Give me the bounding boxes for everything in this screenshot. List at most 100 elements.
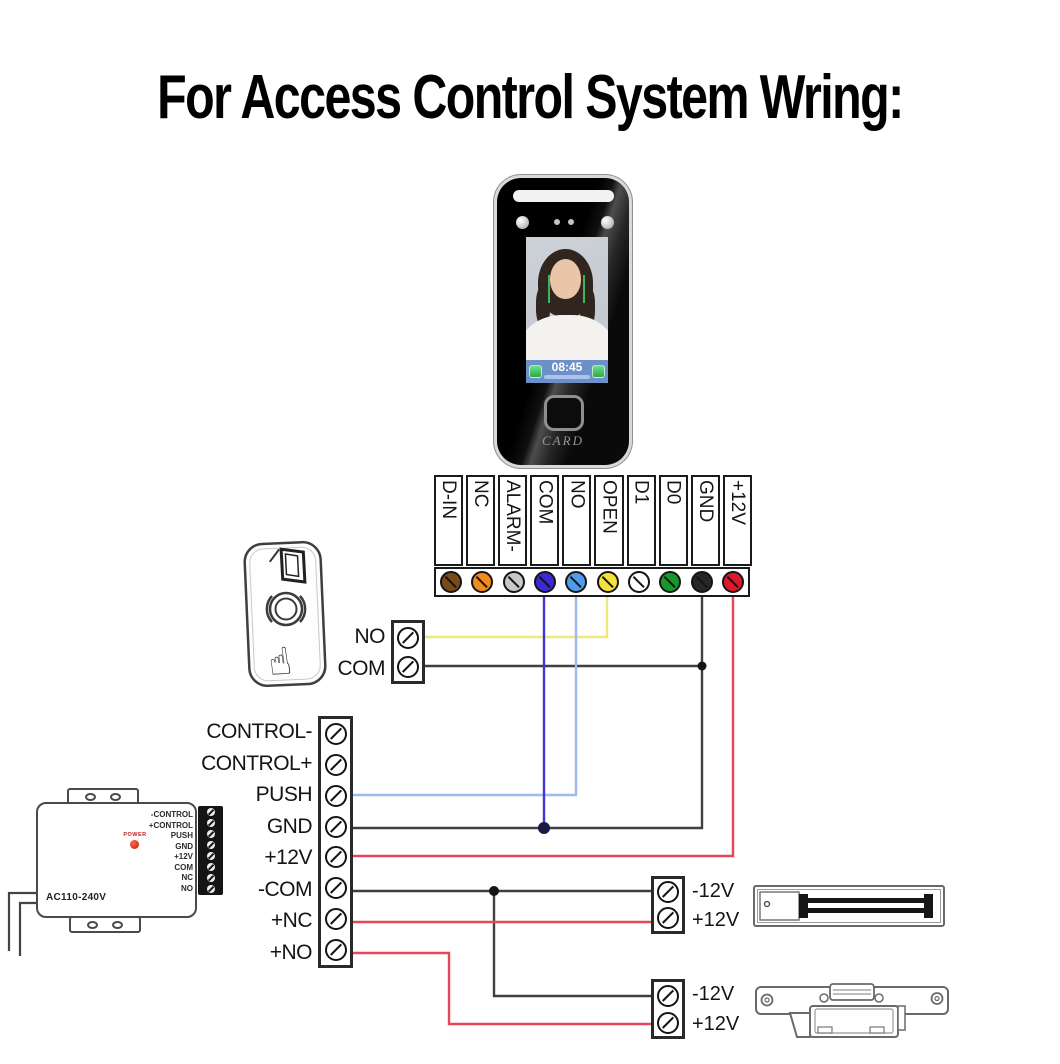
psu-screw [205,873,216,884]
junction-dot-gnd-com [697,661,707,671]
screw-d0 [659,571,682,593]
screw-gnd [690,571,713,593]
page-title-wrap: For Access Control System Wring: [0,62,1060,133]
exit-button-drawing: ☝ [243,540,327,688]
psu-label-push: PUSH [170,831,193,841]
strike-screw-minus [657,984,679,1007]
screw-open [596,571,619,593]
push-label: PUSH [255,783,313,807]
psu-label-gnd: GND [175,841,193,851]
psu-label-control-plus: +CONTROL [148,820,193,830]
face-detect-mark-right [583,275,585,303]
fingerprint-sensor [544,395,584,431]
control-terminal-labels: CONTROL- CONTROL+ PUSH GND +12V -COM +NC… [150,716,312,968]
terminal-label: COM [534,480,556,525]
psu-screw [205,806,216,817]
psu-label-nc: NC [181,873,193,883]
button-ring-icon [265,591,307,627]
control-plus-label: CONTROL+ [201,751,312,775]
wire-psu-ac-2 [18,901,37,956]
terminal-cell: ALARM- [498,475,528,566]
gnd-label: GND [266,814,313,838]
psu-label-control-minus: -CONTROL [150,810,193,820]
screw-com [533,571,556,593]
wire-open-to-exit-no [425,597,609,639]
terminal-cell: NO [562,475,592,566]
wire-no-to-push-lightblue [353,597,578,797]
control-screw [324,754,347,777]
maglock-screw-plus [657,907,679,929]
terminal-cell: GND [690,475,720,566]
exit-com-label: COM [337,656,386,680]
control-screw [324,877,347,900]
terminal-cell: D1 [626,475,656,566]
terminal-label: D0 [662,480,684,505]
terminal-label: NO [566,480,588,509]
psu-terminal-strip [198,806,223,895]
control-screw [324,938,347,961]
minus-com-label: -COM [258,877,313,901]
wire-branch-to-strike [492,891,651,998]
maglock-minus12v-label: -12V [692,879,735,902]
strike-terminal-labels: -12V +12V [692,979,747,1039]
exit-no-label: NO [354,624,386,648]
psu-screw [205,817,216,828]
exit-terminal-block [391,620,425,684]
psu-body: POWER AC110-240V -CONTROL +CONTROL PUSH … [36,802,197,918]
exit-terminal-labels: NO COM [330,620,386,684]
camera-lens-icon [554,219,560,225]
maglock-terminal-labels: -12V +12V [692,876,747,934]
magnetic-lock-drawing [753,885,945,927]
maglock-plus12v-label: +12V [692,908,740,931]
psu-label-12v: +12V [174,852,193,862]
psu-label-no: NO [181,883,193,893]
terminal-cell: NC [466,475,496,566]
junction-dot-blue-gnd [538,822,550,834]
card-label: CARD [542,433,584,448]
terminal-cell: OPEN [594,475,624,566]
terminal-label: GND [694,480,716,523]
page-title: For Access Control System Wring: [157,63,904,132]
psu-screw [205,839,216,850]
psu-screw [205,862,216,873]
screen-app-icon-left [529,365,542,378]
screw-alarm [502,571,525,593]
face-detect-mark-left [548,275,550,303]
plus12v-label: +12V [264,846,312,870]
screw-d-in [440,571,462,593]
terminal-screw-strip [434,567,750,597]
wire-psu-ac-1 [7,891,37,951]
screw-nc [471,571,494,593]
door-icon [268,547,307,584]
ir-led-right-icon [601,216,614,229]
psu-power-led [130,840,139,849]
control-screw [324,815,347,838]
terminal-cell: COM [530,475,560,566]
person-face [550,259,581,299]
maglock-terminal-block [651,876,685,934]
control-screw [324,784,347,807]
strike-screw-plus [657,1011,679,1034]
plus-nc-label: +NC [270,909,313,933]
psu-screw [205,828,216,839]
psu-terminal-labels: -CONTROL +CONTROL PUSH GND +12V COM NC N… [93,810,193,894]
terminal-label: ALARM- [502,480,524,552]
terminal-label: NC [470,480,492,508]
ir-led-left-icon [516,216,529,229]
maglock-screw-minus [657,881,679,903]
electric-strike-drawing [755,983,949,1038]
psu-voltage-label: AC110-240V [46,892,107,903]
screw-d1 [627,571,650,593]
speaker-slot [513,190,614,202]
screen-time: 08:45 [551,360,583,374]
terminal-label: OPEN [598,480,620,534]
psu-screw [205,884,216,895]
terminal-cell: D0 [658,475,688,566]
control-terminal-block [318,716,353,968]
terminal-cell: +12V [722,475,752,566]
plus-no-label: +NO [269,940,313,964]
psu-screw [205,851,216,862]
control-screw [324,723,347,746]
strike-terminal-block [651,979,685,1039]
